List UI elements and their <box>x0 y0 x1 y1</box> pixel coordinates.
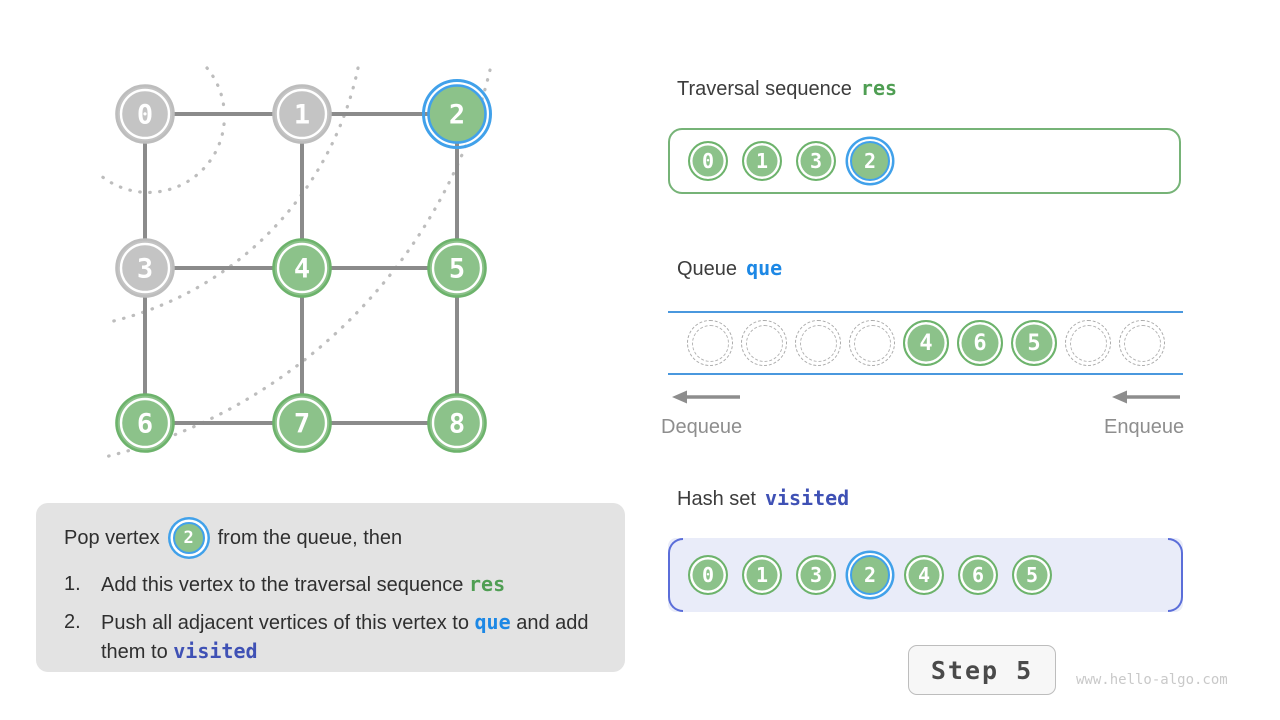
visited-code-label: visited <box>764 486 850 510</box>
visited-chip-6: 6 <box>958 555 998 595</box>
bfs-level-arc <box>103 66 360 325</box>
visited-chip-5: 5 <box>1012 555 1052 595</box>
graph-vertex-label: 1 <box>294 100 310 131</box>
graph-vertex-5: 5 <box>427 238 487 298</box>
graph-vertex-1: 1 <box>272 84 332 144</box>
graph-vertex-4: 4 <box>272 238 332 298</box>
code-term-res: res <box>468 572 506 596</box>
graph-vertex-2: 2 <box>422 79 492 149</box>
description-text-part: Push all adjacent vertices of this verte… <box>101 612 475 634</box>
traversal-chip-3: 3 <box>796 141 836 181</box>
queue-empty-slot-3 <box>849 320 895 366</box>
queue-section-title: Queue que <box>677 256 782 281</box>
description-step-text: Push all adjacent vertices of this verte… <box>101 608 607 666</box>
visited-chip-0: 0 <box>688 555 728 595</box>
queue-chip-4: 4 <box>903 320 949 366</box>
res-code-label: res <box>860 76 898 100</box>
graph-vertex-label: 0 <box>137 100 153 131</box>
description-intro-after: from the queue, then <box>217 526 403 549</box>
description-intro-before: Pop vertex <box>64 526 160 549</box>
set-left-bracket <box>668 538 683 612</box>
visited-title-text: Hash set <box>677 488 756 510</box>
traversal-section-title: Traversal sequence res <box>677 76 897 101</box>
graph-vertex-label: 5 <box>449 254 465 285</box>
que-code-label: que <box>746 256 783 280</box>
code-term-que: que <box>474 610 511 634</box>
popped-vertex-chip: 2 <box>172 522 205 554</box>
description-steps: 1. Add this vertex to the traversal seque… <box>64 570 607 666</box>
enqueue-arrow-icon <box>1112 390 1180 404</box>
step-button[interactable]: Step 5 <box>908 645 1056 695</box>
graph-vertex-label: 2 <box>449 100 465 131</box>
watermark-text: www.hello-algo.com <box>1076 672 1228 688</box>
description-intro: Pop vertex 2 from the queue, then <box>64 515 607 561</box>
queue-title-text: Queue <box>677 258 738 280</box>
visited-chip-2: 2 <box>850 555 890 595</box>
visited-section-title: Hash set visited <box>677 486 849 511</box>
queue-empty-slot-7 <box>1065 320 1111 366</box>
queue-empty-slot-1 <box>741 320 787 366</box>
description-text-part: and add them to <box>101 612 589 663</box>
visited-chip-3: 3 <box>796 555 836 595</box>
set-right-bracket <box>1168 538 1183 612</box>
graph-vertex-label: 8 <box>449 409 465 440</box>
description-step-number: 1. <box>64 573 81 595</box>
traversal-chip-2: 2 <box>850 141 890 181</box>
popped-vertex-number: 2 <box>183 528 194 548</box>
visited-chip-1: 1 <box>742 555 782 595</box>
traversal-chip-0: 0 <box>688 141 728 181</box>
bfs-level-arc <box>103 68 492 459</box>
queue-chip-6: 6 <box>957 320 1003 366</box>
description-step-2: 2. Push all adjacent vertices of this ver… <box>64 608 607 666</box>
queue-empty-slot-8 <box>1119 320 1165 366</box>
traversal-chip-1: 1 <box>742 141 782 181</box>
queue-chip-5: 5 <box>1011 320 1057 366</box>
graph-vertex-label: 7 <box>294 409 310 440</box>
description-step-1: 1. Add this vertex to the traversal seque… <box>64 570 607 599</box>
description-step-number: 2. <box>64 611 81 633</box>
graph-vertex-label: 6 <box>137 409 153 440</box>
queue-empty-slot-2 <box>795 320 841 366</box>
graph-vertex-3: 3 <box>115 238 175 298</box>
description-text-part: Add this vertex to the traversal sequenc… <box>101 574 469 596</box>
graph-vertex-6: 6 <box>115 393 175 453</box>
description-step-text: Add this vertex to the traversal sequenc… <box>101 570 607 599</box>
dequeue-label: Dequeue <box>661 416 743 438</box>
step-button-label: Step 5 <box>930 655 1034 685</box>
visited-chip-4: 4 <box>904 555 944 595</box>
code-term-visited: visited <box>173 639 258 663</box>
dequeue-arrow-icon <box>672 390 740 404</box>
traversal-title-text: Traversal sequence <box>677 78 852 100</box>
graph-vertex-label: 4 <box>294 254 310 285</box>
graph-vertex-0: 0 <box>115 84 175 144</box>
enqueue-label: Enqueue <box>1104 416 1185 438</box>
graph-vertex-7: 7 <box>272 393 332 453</box>
bfs-level-arc <box>98 66 227 195</box>
graph-diagram: 0 1 2 3 4 5 6 7 8 <box>98 66 492 459</box>
graph-vertex-label: 3 <box>137 254 153 285</box>
description-box: Pop vertex 2 from the queue, then 1. Add … <box>36 503 625 672</box>
queue-empty-slot-0 <box>687 320 733 366</box>
graph-vertex-8: 8 <box>427 393 487 453</box>
